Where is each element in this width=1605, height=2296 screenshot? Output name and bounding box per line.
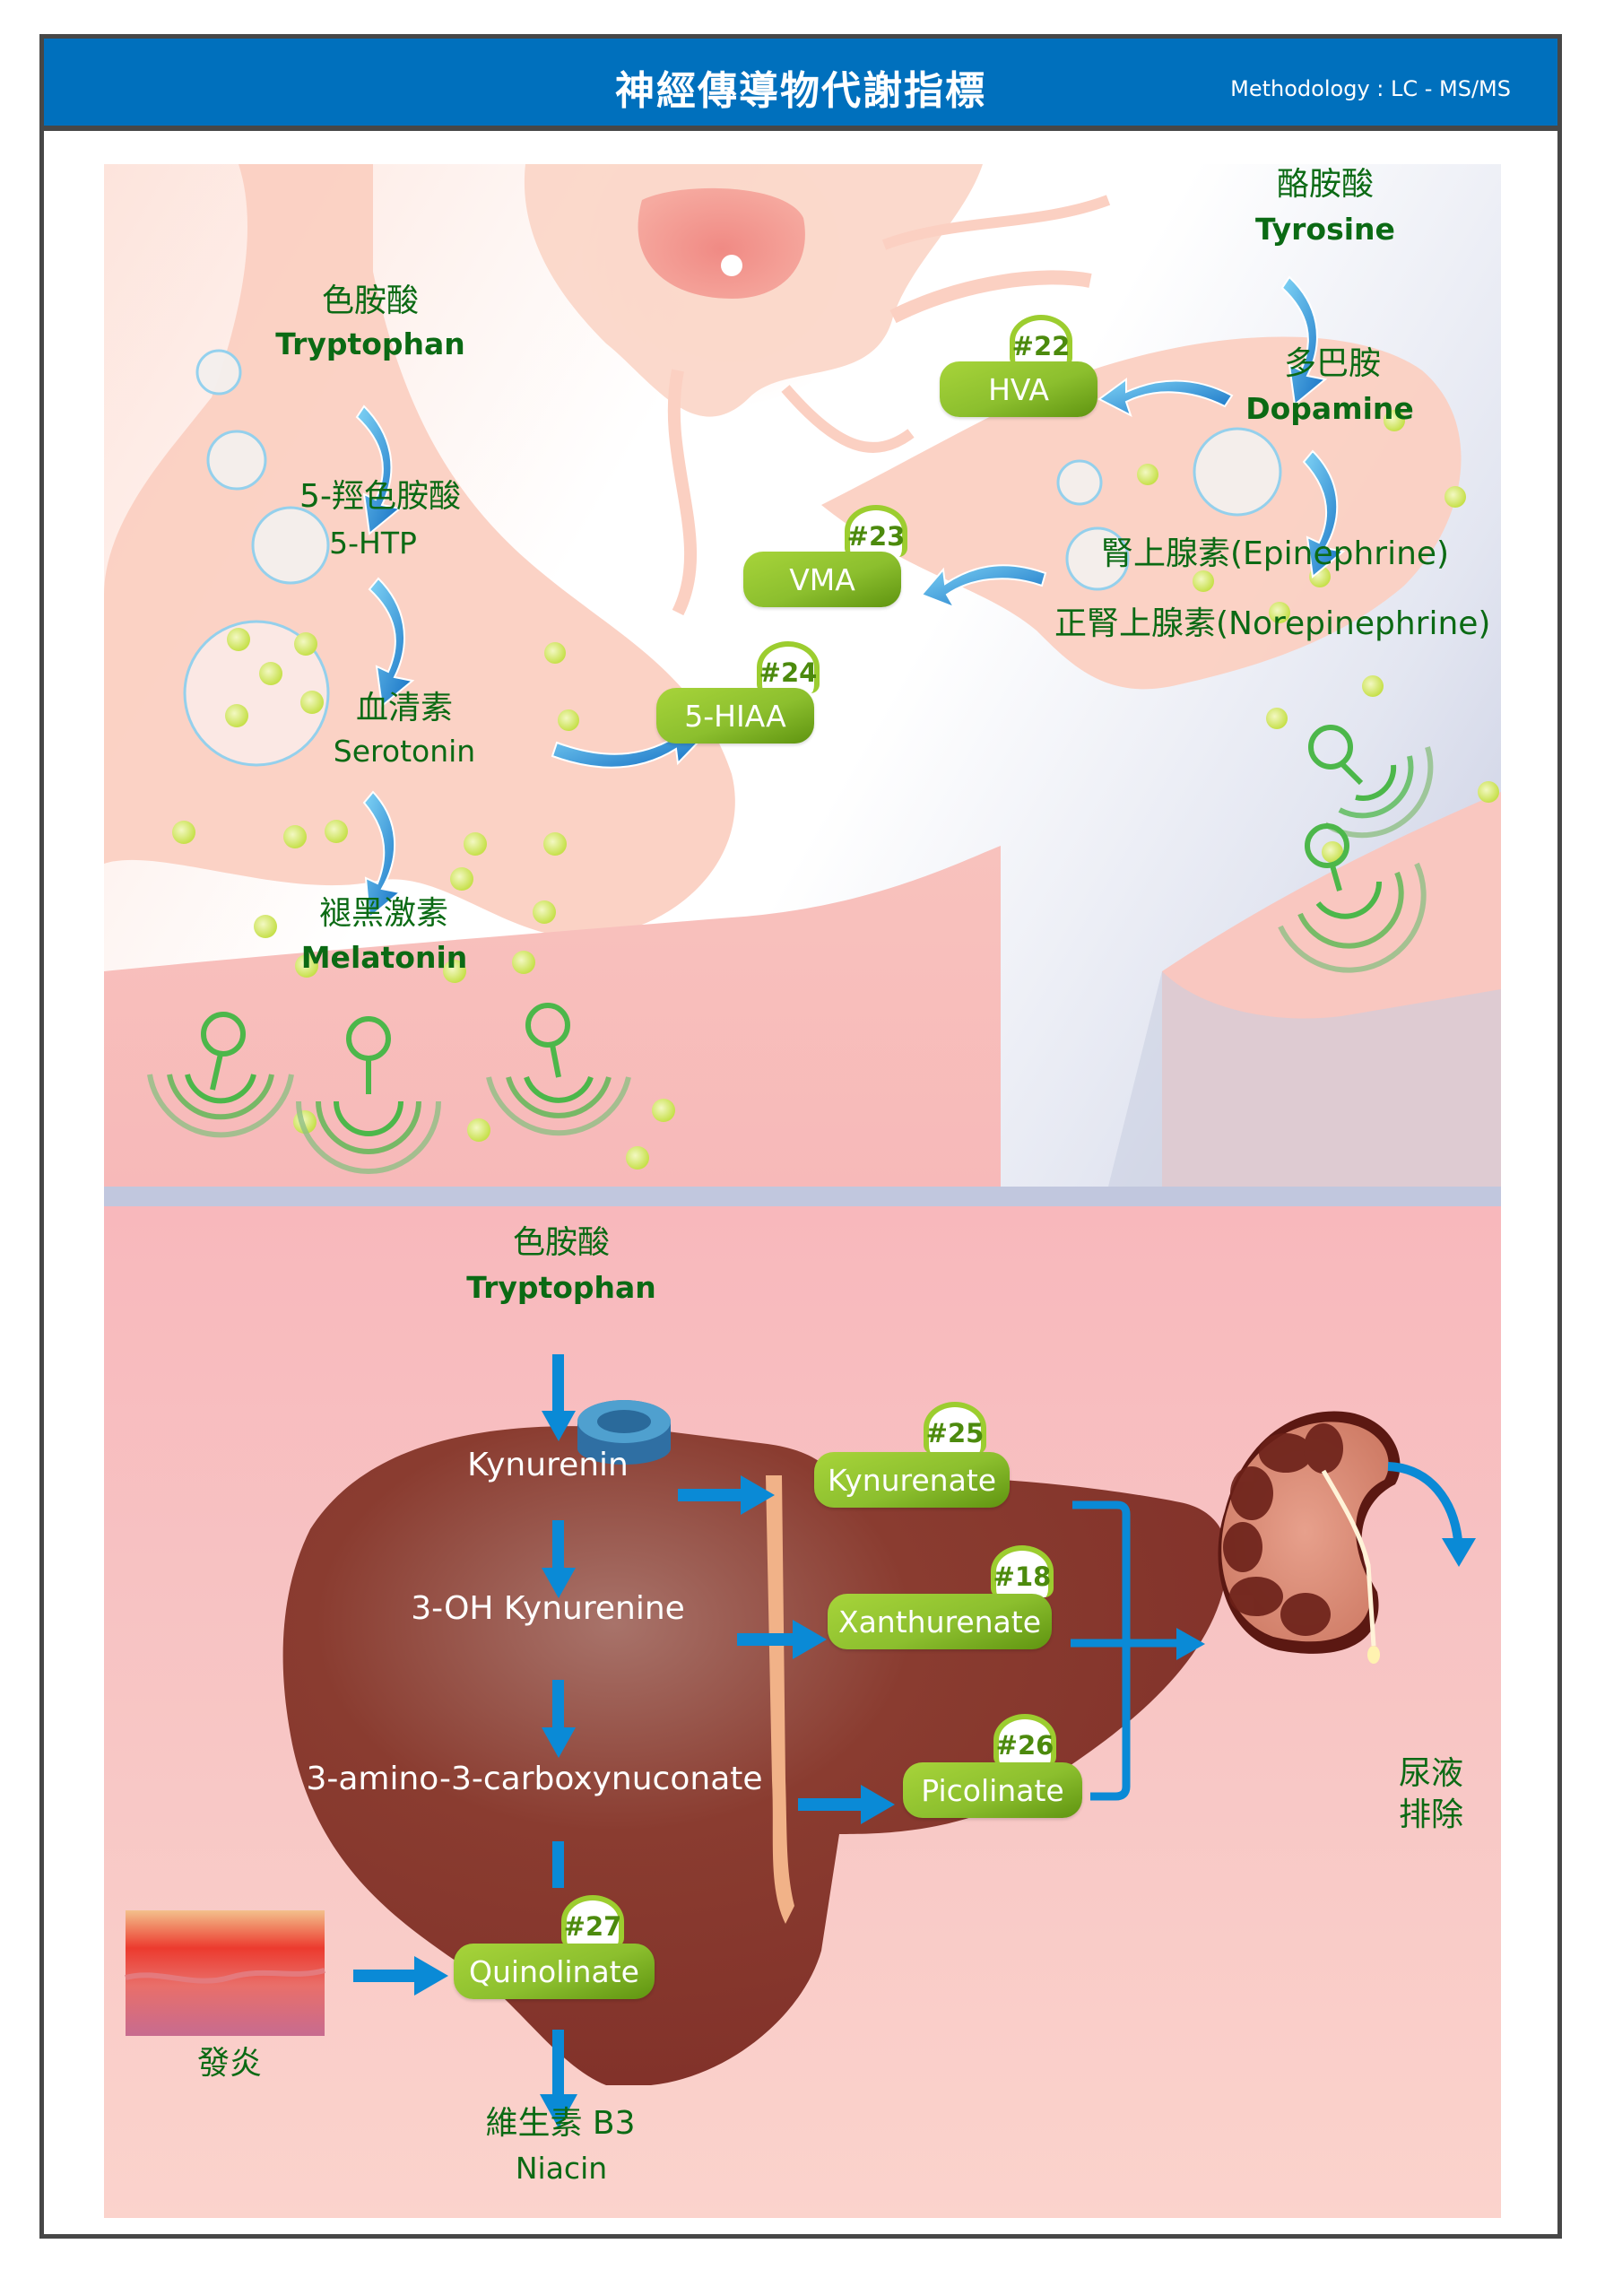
marker-kynurenate: Kynurenate: [814, 1452, 1010, 1508]
5htp-cn-label: 5-羥色胺酸: [299, 478, 461, 515]
liver-kidney-illustration: [125, 1354, 1476, 2128]
marker-xanthurenate: Xanthurenate: [828, 1594, 1052, 1649]
marker-id-badge: #26: [993, 1714, 1056, 1766]
panel-divider: [104, 1187, 1501, 1206]
arrow-to-picolinate: [798, 1785, 895, 1824]
arrow-quin-to-niacin: [540, 2030, 577, 2128]
arrow-tyrosine-to-dopamine: [1280, 275, 1328, 406]
flow-arrows: [353, 1354, 895, 2128]
neuron-illustration: [104, 164, 1501, 1187]
gallbladder-duct: [766, 1475, 794, 1924]
kidney: [1218, 1411, 1401, 1664]
methodology-label: Methodology : LC - MS/MS: [1230, 76, 1511, 101]
arrow-trp-to-kynurenin: [542, 1354, 576, 1441]
receptors: [147, 725, 1434, 1174]
step-3oh-kynurenine: 3-OH Kynurenine: [411, 1590, 685, 1627]
melatonin-en-label: Melatonin: [300, 940, 468, 975]
arrow-dopamine-to-epinephrine: [1302, 449, 1346, 578]
marker-5hiaa: 5-HIAA: [656, 688, 814, 744]
tyrosine-en-label: Tyrosine: [1255, 212, 1395, 247]
page-title: 神經傳導物代謝指標: [615, 68, 986, 114]
arrow-urine-excretion: [1387, 1462, 1462, 1541]
dopamine-en-label: Dopamine: [1245, 391, 1414, 426]
serotonin-en-label: Serotonin: [333, 734, 476, 769]
5htp-en-label: 5-HTP: [329, 526, 417, 561]
niacin-en-label: Niacin: [515, 2151, 608, 2186]
marker-hva: HVA: [940, 361, 1097, 417]
dopamine-cn-label: 多巴胺: [1283, 345, 1381, 382]
portal-vein: [577, 1400, 671, 1465]
marker-id-badge: #27: [561, 1895, 624, 1947]
kynurenine-diagram: 色胺酸 Tryptophan Kynurenin 3-OH Kynurenine…: [104, 1206, 1501, 2218]
right-neuron: [821, 336, 1462, 690]
arrow-to-xanthurenate: [737, 1620, 827, 1659]
marker-picolinate: Picolinate: [903, 1762, 1082, 1818]
vesicles: [183, 349, 1282, 767]
arrow-to-kynurenate: [678, 1475, 775, 1515]
marker-id-badge: #22: [1010, 315, 1072, 367]
arrow-inflammation-to-quin: [353, 1956, 448, 1996]
marker-vma: VMA: [743, 552, 901, 607]
marker-id-badge: #18: [991, 1545, 1054, 1597]
arrow-dopamine-to-hva: [1097, 378, 1234, 418]
tryptophan-en-label-2: Tryptophan: [466, 1270, 656, 1305]
marker-quinolinate: Quinolinate: [454, 1944, 655, 1999]
arrow-serotonin-to-5hiaa: [551, 723, 702, 769]
neurotransmitter-particles: [172, 410, 1499, 1170]
niacin-cn-label: 維生素 B3: [485, 2105, 636, 2142]
title-bar: 神經傳導物代謝指標 Methodology : LC - MS/MS: [39, 34, 1562, 131]
neurotransmitter-diagram: 色胺酸 Tryptophan 5-羥色胺酸 5-HTP 血清素 Serotoni…: [104, 164, 1501, 1187]
excretion-bracket: [1071, 1500, 1180, 1801]
step-kynurenin: Kynurenin: [467, 1447, 629, 1483]
melatonin-cn-label: 褪黑激素: [318, 895, 448, 932]
norepinephrine-label: 正腎上腺素(Norepinephrine): [1054, 605, 1491, 642]
arrow-norepinephrine-to-vma: [920, 564, 1047, 609]
epinephrine-label: 腎上腺素(Epinephrine): [1101, 535, 1450, 572]
marker-id-badge: #23: [845, 505, 907, 557]
tryptophan-cn-label-2: 色胺酸: [512, 1224, 610, 1261]
postsynaptic-membrane-left: [104, 846, 1001, 1187]
marker-id-badge: #25: [924, 1402, 986, 1454]
inflammation-label: 發炎: [196, 2045, 262, 2082]
pathway-arrows: [355, 275, 1346, 919]
serotonin-cn-label: 血清素: [355, 690, 453, 726]
arrow-kyn-to-3oh: [542, 1520, 576, 1598]
inflammation-tissue: [125, 1910, 325, 2036]
tyrosine-cn-label: 酪胺酸: [1276, 166, 1374, 203]
step-acmc: 3-amino-3-carboxynuconate: [306, 1761, 763, 1797]
urine-excretion-label-line2: 排除: [1398, 1796, 1463, 1833]
marker-id-badge: #24: [757, 641, 820, 693]
tryptophan-cn-label: 色胺酸: [321, 283, 419, 319]
urine-excretion-label-line1: 尿液: [1398, 1755, 1463, 1792]
arrow-serotonin-to-melatonin: [362, 790, 403, 919]
arrow-5htp-to-serotonin: [368, 577, 415, 708]
tryptophan-en-label: Tryptophan: [275, 326, 465, 361]
arrow-acmc-to-quin: [552, 1841, 564, 1888]
arrow-trp-to-5htp: [355, 404, 403, 535]
arrow-3oh-to-acmc: [542, 1680, 576, 1758]
arrow-to-kidney: [1176, 1628, 1205, 1660]
